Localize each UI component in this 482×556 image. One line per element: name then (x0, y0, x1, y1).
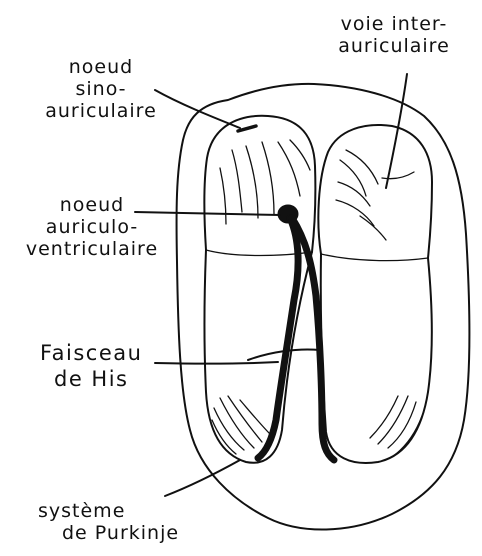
bundle-of-his-label: Faisceau de His (40, 340, 180, 392)
right-atrium-fibers (336, 150, 414, 240)
purkinje-label-line-1: système (38, 500, 238, 522)
av-node-label-line-3: ventriculaire (6, 238, 178, 260)
sinoatrial-node-label: noeud sino- auriculaire (26, 56, 176, 122)
interatrial-label-line-1: voie inter- (306, 13, 482, 35)
interatrial-leader-line (386, 74, 407, 188)
sinoatrial-label-line-1: noeud (26, 56, 176, 78)
purkinje-system-label: système de Purkinje (38, 500, 238, 544)
av-node-label-line-1: noeud (6, 194, 178, 216)
his-label-line-1: Faisceau (40, 340, 180, 366)
his-label-line-2: de His (40, 366, 180, 392)
interatrial-pathway-label: voie inter- auriculaire (306, 13, 482, 57)
av-node-label: noeud auriculo- ventriculaire (6, 194, 178, 260)
sinoatrial-label-line-2: sino- (26, 78, 176, 100)
right-av-boundary (321, 254, 428, 261)
right-purkinje-fibers (370, 396, 422, 454)
purkinje-label-line-2: de Purkinje (38, 522, 238, 544)
sinoatrial-label-line-3: auriculaire (26, 100, 176, 122)
av-node-label-line-2: auriculo- (6, 216, 178, 238)
interatrial-label-line-2: auriculaire (306, 35, 482, 57)
right-atrium-chamber (318, 125, 432, 258)
